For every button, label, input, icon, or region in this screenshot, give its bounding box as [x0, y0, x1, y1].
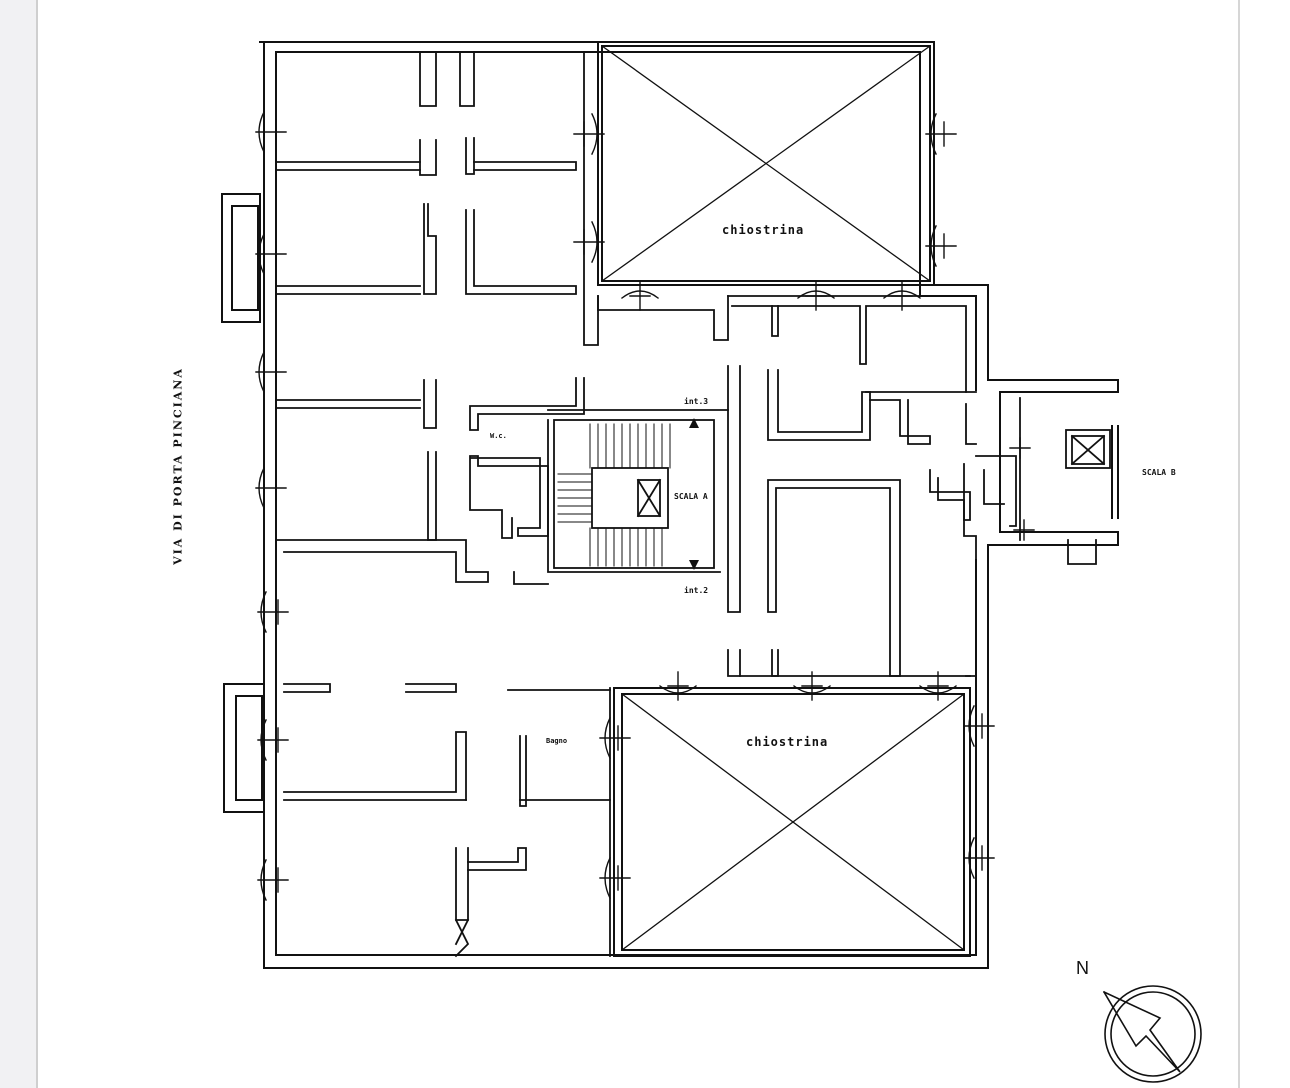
page-edge-left — [36, 0, 38, 1088]
int-3-label: int.3 — [684, 397, 709, 406]
courtyard-south-label: chiostrina — [746, 735, 829, 749]
wc-label: W.c. — [490, 432, 507, 440]
bay-window-south — [223, 683, 265, 813]
int-2-label: int.2 — [684, 586, 709, 595]
north-compass — [1102, 985, 1202, 1083]
viewer-margin — [0, 0, 36, 1088]
outer-walls — [259, 41, 1119, 969]
courtyard-north — [597, 41, 935, 286]
courtyard-north-label: chiostrina — [722, 223, 805, 237]
bay-window-north — [221, 193, 261, 323]
entry-arrows — [689, 418, 699, 570]
courtyard-south — [613, 687, 971, 957]
interior-walls — [275, 51, 1111, 958]
scala-b-label: SCALA B — [1142, 468, 1176, 477]
bagno-label: Bagno — [546, 737, 568, 745]
north-label: N — [1076, 958, 1089, 978]
street-label: VIA DI PORTA PINCIANA — [171, 367, 185, 565]
scala-a-label: SCALA A — [674, 492, 708, 501]
page-edge-right — [1238, 0, 1240, 1088]
window-symbols — [255, 111, 1035, 901]
stair-a-treads — [557, 423, 671, 567]
